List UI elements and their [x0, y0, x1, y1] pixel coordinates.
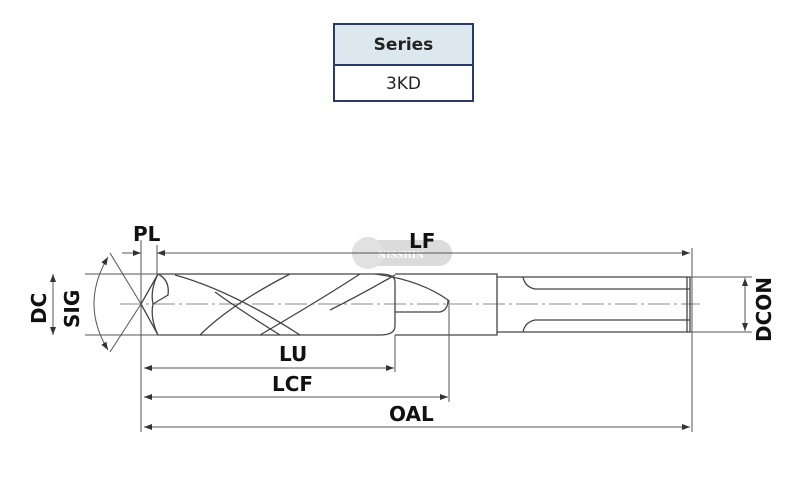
label-lf: LF	[409, 229, 435, 253]
svg-text:NISSHIN: NISSHIN	[378, 251, 424, 261]
series-table: Series 3KD	[333, 23, 474, 102]
series-value: 3KD	[385, 74, 422, 94]
label-lcf: LCF	[272, 372, 313, 396]
drill-body	[140, 273, 691, 336]
label-lu: LU	[279, 342, 307, 366]
series-header: Series	[335, 25, 472, 66]
label-dc: DC	[27, 293, 51, 324]
label-sig: SIG	[60, 290, 84, 328]
label-oal: OAL	[389, 402, 434, 426]
label-dcon: DCON	[752, 277, 776, 342]
extension-lines	[85, 240, 752, 432]
label-pl: PL	[133, 222, 161, 246]
sig-angle-arc	[93, 256, 109, 351]
